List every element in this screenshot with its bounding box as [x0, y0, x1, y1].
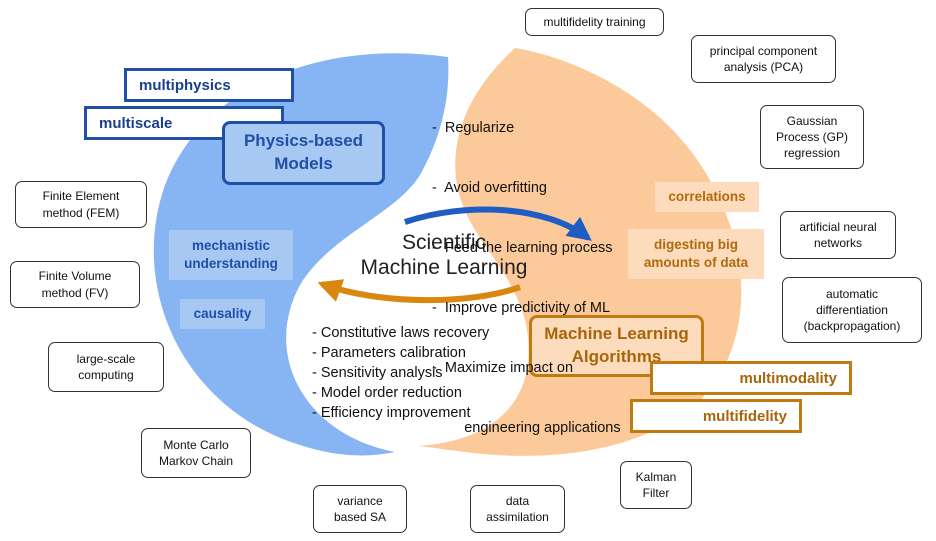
ml-algorithms-title: Machine Learning Algorithms [529, 315, 704, 377]
mechanistic-understanding-chip: mechanistic understanding [169, 230, 293, 280]
list-item: - Feed the learning process [432, 240, 613, 256]
list-item: - Efficiency improvement [312, 405, 471, 421]
list-item: - Improve predictivity of ML [432, 300, 611, 316]
physics-models-title: Physics-based Models [222, 121, 385, 185]
pca-box: principal component analysis (PCA) [691, 35, 836, 83]
digesting-big-data-chip: digesting big amounts of data [628, 229, 764, 279]
fv-box: Finite Volume method (FV) [10, 261, 140, 308]
causality-chip: causality [180, 299, 265, 329]
list-item: engineering applications [432, 420, 621, 436]
list-item: - Sensitivity analysis [312, 365, 443, 381]
multimodality-tag: multimodality [650, 361, 852, 395]
list-item: - Model order reduction [312, 385, 462, 401]
list-item: - Maximize impact on [432, 360, 574, 376]
multifidelity-training-box: multifidelity training [525, 8, 664, 36]
gaussian-process-box: Gaussian Process (GP) regression [760, 105, 864, 169]
fem-box: Finite Element method (FEM) [15, 181, 147, 228]
kalman-filter-box: Kalman Filter [620, 461, 692, 509]
automatic-differentiation-box: automatic differentiation (backpropagati… [782, 277, 922, 343]
variance-based-sa-box: variance based SA [313, 485, 407, 533]
large-scale-computing-box: large-scale computing [48, 342, 164, 392]
mcmc-box: Monte Carlo Markov Chain [141, 428, 251, 478]
physics-to-ml-arrow [404, 206, 592, 241]
center-title: Scientific Machine Learning [360, 231, 528, 279]
list-item: - Parameters calibration [312, 345, 466, 361]
list-item: - Avoid overfitting [432, 180, 547, 196]
multiphysics-tag: multiphysics [124, 68, 294, 102]
ml-to-physics-list: - Constitutive laws recovery - Parameter… [312, 323, 489, 423]
ml-to-physics-arrow [317, 279, 522, 304]
multifidelity-tag: multifidelity [630, 399, 802, 433]
list-item: - Constitutive laws recovery [312, 325, 490, 341]
list-item: - Regularize [432, 120, 515, 136]
neural-networks-box: artificial neural networks [780, 211, 896, 259]
data-assimilation-box: data assimilation [470, 485, 565, 533]
physics-to-ml-list: - Regularize - Avoid overfitting - Feed … [432, 78, 621, 478]
correlations-chip: correlations [655, 182, 759, 212]
